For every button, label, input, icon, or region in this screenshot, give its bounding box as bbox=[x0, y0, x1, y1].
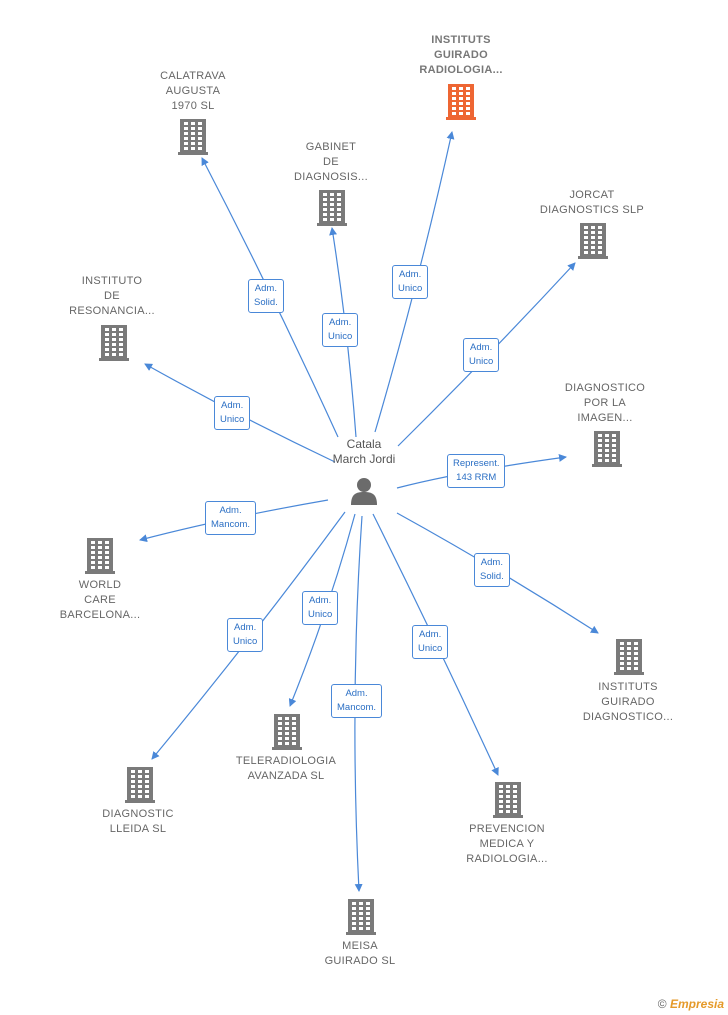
building-icon[interactable] bbox=[99, 325, 129, 366]
building-icon[interactable] bbox=[85, 538, 115, 579]
company-name-instituts-radiologia[interactable]: INSTITUTS GUIRADO RADIOLOGIA... bbox=[419, 34, 503, 76]
building-icon[interactable] bbox=[317, 190, 347, 231]
relation-label-instituts-diagnostico[interactable]: Adm. Solid. bbox=[474, 553, 510, 587]
copyright-symbol: © bbox=[657, 997, 667, 1011]
footer-brand: © Empresia bbox=[658, 997, 724, 1011]
relation-label-world-care[interactable]: Adm. Mancom. bbox=[205, 501, 257, 535]
building-icon[interactable] bbox=[125, 767, 155, 808]
company-name-gabinet[interactable]: GABINET DE DIAGNOSIS... bbox=[294, 141, 368, 183]
company-name-prevencion[interactable]: PREVENCION MEDICA Y RADIOLOGIA... bbox=[466, 823, 548, 865]
relation-label-teleradiologia[interactable]: Adm. Unico bbox=[302, 591, 339, 625]
company-name-jorcat[interactable]: JORCAT DIAGNOSTICS SLP bbox=[539, 189, 645, 216]
building-icon[interactable] bbox=[346, 899, 376, 940]
building-icon[interactable] bbox=[592, 431, 622, 472]
relation-label-prevencion[interactable]: Adm. Unico bbox=[412, 625, 449, 659]
company-name-instituto-resonancia[interactable]: INSTITUTO DE RESONANCIA... bbox=[69, 275, 155, 317]
person-icon bbox=[351, 478, 377, 505]
relation-label-meisa[interactable]: Adm. Mancom. bbox=[331, 684, 383, 718]
person-name[interactable]: Catala March Jordi bbox=[332, 437, 396, 466]
building-icon[interactable] bbox=[272, 714, 302, 755]
brand-name[interactable]: Empresia bbox=[669, 997, 724, 1011]
building-icon[interactable] bbox=[446, 84, 476, 125]
relation-label-gabinet[interactable]: Adm. Unico bbox=[322, 313, 359, 347]
company-name-calatrava[interactable]: CALATRAVA AUGUSTA 1970 SL bbox=[160, 70, 226, 112]
building-icon[interactable] bbox=[178, 119, 208, 160]
company-name-instituts-diagnostico[interactable]: INSTITUTS GUIRADO DIAGNOSTICO... bbox=[582, 681, 674, 723]
company-name-teleradiologia[interactable]: TELERADIOLOGIA AVANZADA SL bbox=[235, 755, 337, 782]
building-icon[interactable] bbox=[614, 639, 644, 680]
company-name-world-care[interactable]: WORLD CARE BARCELONA... bbox=[59, 579, 141, 621]
building-icon[interactable] bbox=[493, 782, 523, 823]
relation-label-instituto-resonancia[interactable]: Adm. Unico bbox=[214, 396, 251, 430]
company-name-diagnostico-imagen[interactable]: DIAGNOSTICO POR LA IMAGEN... bbox=[564, 382, 646, 424]
relation-label-diagnostico-imagen[interactable]: Represent. 143 RRM bbox=[447, 454, 506, 488]
company-name-diagnostic-lleida[interactable]: DIAGNOSTIC LLEIDA SL bbox=[102, 808, 174, 835]
building-icon[interactable] bbox=[578, 223, 608, 264]
relation-label-calatrava[interactable]: Adm. Solid. bbox=[248, 279, 284, 313]
relation-label-diagnostic-lleida[interactable]: Adm. Unico bbox=[227, 618, 264, 652]
company-name-meisa[interactable]: MEISA GUIRADO SL bbox=[324, 940, 396, 967]
relation-label-jorcat[interactable]: Adm. Unico bbox=[463, 338, 500, 372]
relation-label-instituts-radiologia[interactable]: Adm. Unico bbox=[392, 265, 429, 299]
